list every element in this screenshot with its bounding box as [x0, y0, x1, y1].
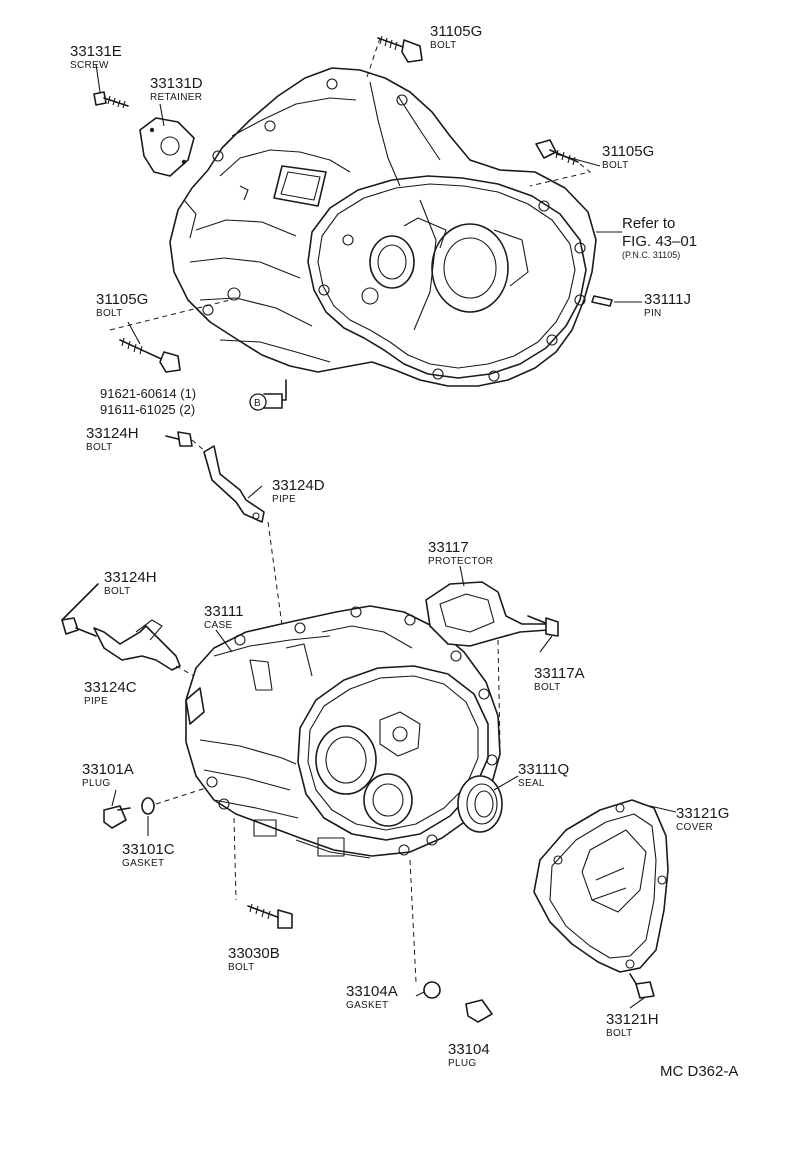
pipe-33124d-drawing	[203, 445, 285, 641]
option-code-bracket	[263, 379, 287, 409]
option-code-line-2: 91611-61025 (2)	[100, 402, 195, 417]
part-name: SCREW	[70, 60, 109, 71]
bolt-33030b-drawing	[233, 817, 293, 929]
option-code-line-1: 91621-60614 (1)	[100, 386, 196, 401]
part-number: 33101C	[122, 841, 175, 858]
part-name: PIN	[644, 308, 662, 319]
part-number: 33124C	[84, 679, 137, 696]
part-labels: 33131E SCREW 33131D RETAINER 31105G BOLT…	[70, 23, 729, 1069]
figure-reference: Refer to FIG. 43–01 (P.N.C. 31105)	[622, 215, 697, 260]
gasket-33101c-drawing	[141, 787, 207, 815]
option-codes: 91621-60614 (1) 91611-61025 (2) B	[100, 386, 267, 417]
gasket-33104a-drawing	[409, 859, 441, 999]
plug-33101a-drawing	[103, 805, 131, 829]
part-number: 33131E	[70, 43, 122, 60]
part-number: 31105G	[96, 291, 148, 308]
leader-lines	[95, 63, 677, 1009]
reference-line-1: Refer to	[622, 215, 675, 232]
part-name: BOLT	[104, 586, 131, 597]
bolt-33124h-mid-drawing	[61, 583, 99, 637]
part-name: BOLT	[430, 40, 457, 51]
option-marker: B	[254, 398, 261, 409]
part-number: 33124D	[272, 477, 325, 494]
part-name: PLUG	[448, 1058, 476, 1069]
reference-line-2: FIG. 43–01	[622, 233, 697, 250]
part-number: 33104A	[346, 983, 398, 1000]
part-number: 33030B	[228, 945, 280, 962]
bolt-31105g-top-drawing	[365, 35, 423, 81]
part-name: PIPE	[84, 696, 108, 707]
pipe-33124c-drawing	[93, 619, 195, 677]
part-number: 33131D	[150, 75, 203, 92]
part-number: 33101A	[82, 761, 134, 778]
part-number: 33117A	[534, 665, 585, 682]
reference-line-3: (P.N.C. 31105)	[622, 250, 680, 260]
part-name: BOLT	[228, 962, 255, 973]
part-name: GASKET	[122, 858, 164, 869]
part-number: 33111	[204, 603, 244, 620]
part-name: BOLT	[534, 682, 561, 693]
transaxle-housing-drawing	[169, 67, 597, 387]
part-name: BOLT	[86, 442, 113, 453]
part-number: 33121H	[606, 1011, 659, 1028]
part-name: BOLT	[96, 308, 123, 319]
bolt-33121h-drawing	[629, 973, 655, 999]
part-name: BOLT	[602, 160, 629, 171]
part-number: 33124H	[104, 569, 157, 586]
part-number: 31105G	[602, 143, 654, 160]
part-number: 33124H	[86, 425, 139, 442]
part-number: 33111Q	[518, 761, 569, 778]
part-name: CASE	[204, 620, 232, 631]
screw-33131e-drawing	[93, 91, 129, 109]
part-name: RETAINER	[150, 92, 202, 103]
bolt-33117a-drawing	[527, 615, 559, 637]
part-name: PIPE	[272, 494, 296, 505]
part-name: SEAL	[518, 778, 545, 789]
transmission-case-drawing	[185, 605, 501, 859]
part-name: BOLT	[606, 1028, 633, 1039]
part-name: GASKET	[346, 1000, 388, 1011]
figure-code: MC D362-A	[660, 1063, 738, 1080]
part-number: 33117	[428, 539, 469, 556]
cover-33121g-drawing	[533, 799, 669, 973]
part-number: 33104	[448, 1041, 490, 1058]
plug-33104-drawing	[465, 999, 493, 1023]
part-number: 31105G	[430, 23, 482, 40]
seal-33111q-drawing	[457, 775, 503, 833]
part-name: COVER	[676, 822, 713, 833]
part-number: 33111J	[644, 291, 691, 308]
part-name: PROTECTOR	[428, 556, 493, 567]
pin-33111j-drawing	[591, 295, 613, 307]
bolt-33124h-upper-drawing	[165, 431, 207, 453]
option-marker-circle	[249, 393, 267, 411]
retainer-33131d-drawing	[139, 117, 195, 177]
part-number: 33121G	[676, 805, 729, 822]
part-name: PLUG	[82, 778, 110, 789]
